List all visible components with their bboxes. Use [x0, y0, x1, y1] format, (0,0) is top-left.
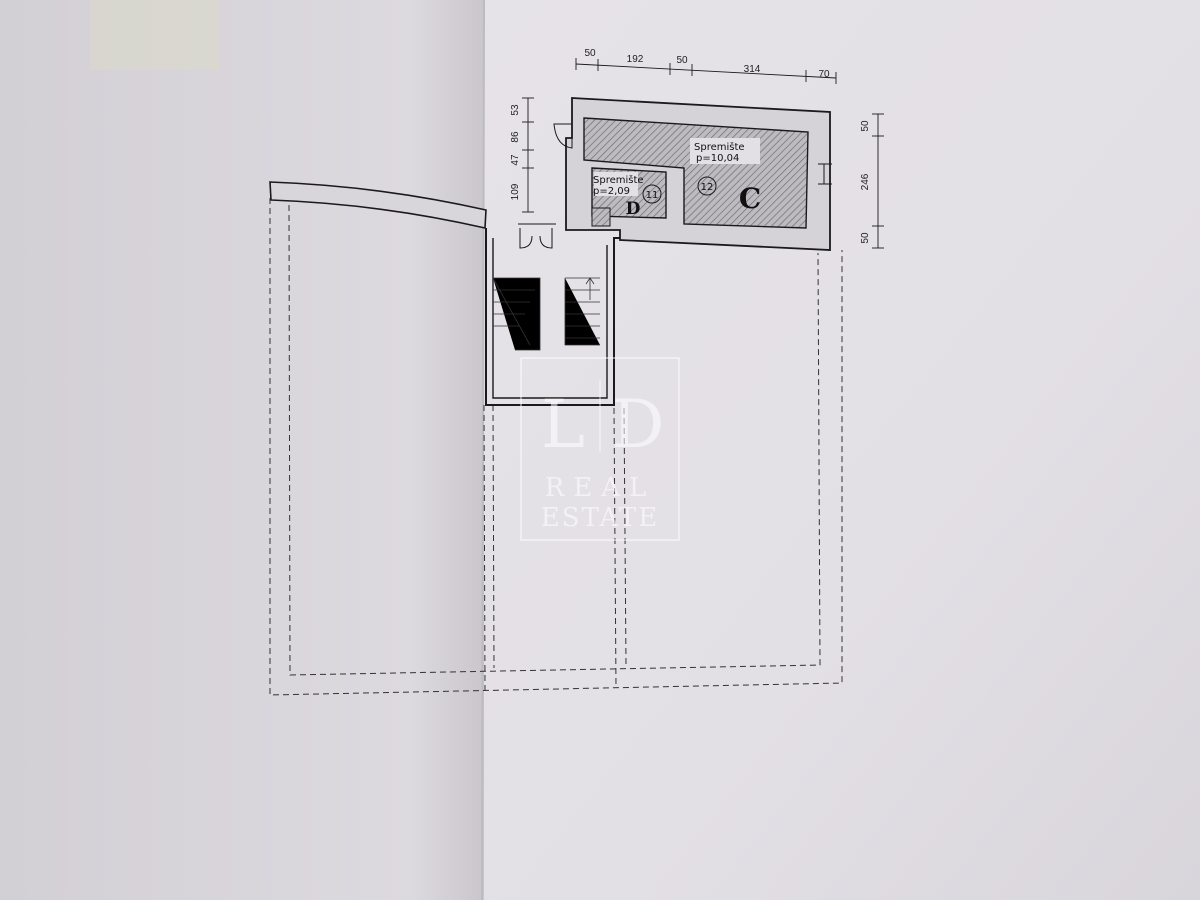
room-c-area: p=10,04: [696, 153, 739, 164]
room-d-number-circle: [642, 184, 662, 204]
room-d-number: 11: [646, 190, 659, 201]
dimension-line-right: [872, 113, 884, 249]
dashed-outline: [269, 198, 843, 696]
dim-left-4: 109: [510, 183, 521, 200]
room-d-area: p=2,09: [593, 186, 630, 197]
paper-corner-tint: [90, 0, 220, 70]
dim-top-2: 192: [627, 54, 644, 65]
room-c-name: Spremište: [694, 141, 745, 153]
room-c-number: 12: [701, 182, 714, 193]
dim-right-2: 246: [860, 173, 871, 190]
stairwell: [485, 228, 620, 406]
room-c-number-circle: [697, 176, 717, 196]
watermark-line2: ESTATE: [541, 503, 659, 533]
storage-door-left: [553, 123, 573, 149]
room-c-letter: C: [739, 182, 761, 215]
dim-left-3: 47: [510, 154, 521, 166]
watermark-logo: L D REAL ESTATE: [520, 357, 680, 541]
stair-treads: [492, 277, 600, 351]
dimension-line-top: [575, 58, 837, 84]
dim-right-1: 50: [860, 120, 871, 132]
storage-window-right: [818, 163, 832, 185]
dim-top-4: 314: [744, 64, 761, 75]
stair-door: [518, 223, 556, 249]
room-d-name: Spremište: [593, 174, 644, 186]
storage-walls: [565, 97, 831, 251]
watermark-line1: REAL: [545, 473, 656, 503]
watermark-monogram-left: L: [541, 386, 585, 463]
dim-top-5: 70: [818, 69, 830, 80]
watermark-monogram-right: D: [612, 386, 665, 463]
room-d-letter: D: [626, 199, 641, 219]
dim-left-1: 53: [510, 104, 521, 116]
page-fold: [481, 0, 485, 900]
dim-top-3: 50: [676, 55, 688, 66]
dim-top-1: 50: [584, 48, 596, 59]
dim-left-2: 86: [510, 131, 521, 143]
dimension-line-left: [522, 97, 534, 213]
dim-right-3: 50: [860, 232, 871, 244]
paper-left-page: [0, 0, 484, 900]
